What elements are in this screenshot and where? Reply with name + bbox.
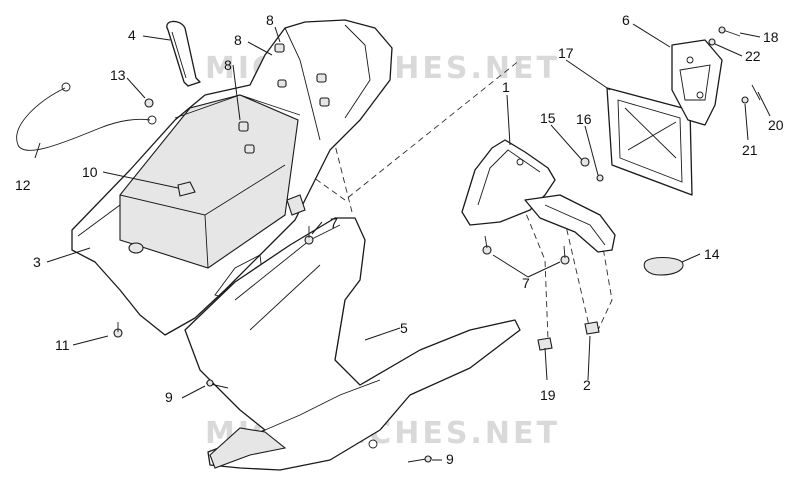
leader-lines <box>34 23 771 461</box>
callout-16: 16 <box>576 111 592 127</box>
callout-13: 13 <box>110 67 126 83</box>
callout-9-a: 9 <box>165 389 173 405</box>
fasteners <box>113 26 761 463</box>
callout-15: 15 <box>540 110 556 126</box>
part-plate-holder <box>461 139 616 253</box>
callout-10: 10 <box>82 164 98 180</box>
callout-18: 18 <box>763 29 779 45</box>
callout-8-b: 8 <box>266 12 274 28</box>
callout-labels: 4 8 8 8 13 12 10 3 11 7 9 9 5 1 7 15 16 … <box>15 12 784 467</box>
callout-1: 1 <box>502 79 510 95</box>
callout-8-c: 8 <box>224 57 232 73</box>
callout-7-b: 7 <box>522 275 530 291</box>
callout-17: 17 <box>558 45 574 61</box>
part-cable <box>16 82 157 151</box>
callout-21: 21 <box>742 142 758 158</box>
callout-4: 4 <box>128 27 136 43</box>
callout-9-b: 9 <box>446 451 454 467</box>
callout-8-a: 8 <box>234 32 242 48</box>
callout-22: 22 <box>745 48 761 64</box>
part-plate-frame <box>606 87 693 196</box>
callout-2: 2 <box>583 377 591 393</box>
callout-6: 6 <box>622 12 630 28</box>
callout-7-a: 7 <box>330 215 338 231</box>
callout-5: 5 <box>400 320 408 336</box>
part-bracket-plate <box>671 39 723 126</box>
part-strap <box>166 20 201 87</box>
callout-11: 11 <box>55 337 70 353</box>
callout-3: 3 <box>33 254 41 270</box>
callout-12: 12 <box>15 177 31 193</box>
callout-20: 20 <box>768 117 784 133</box>
callout-19: 19 <box>540 387 556 403</box>
part-rear-tail-body <box>71 19 393 336</box>
callout-14: 14 <box>704 246 720 262</box>
part-reflector <box>643 256 684 276</box>
